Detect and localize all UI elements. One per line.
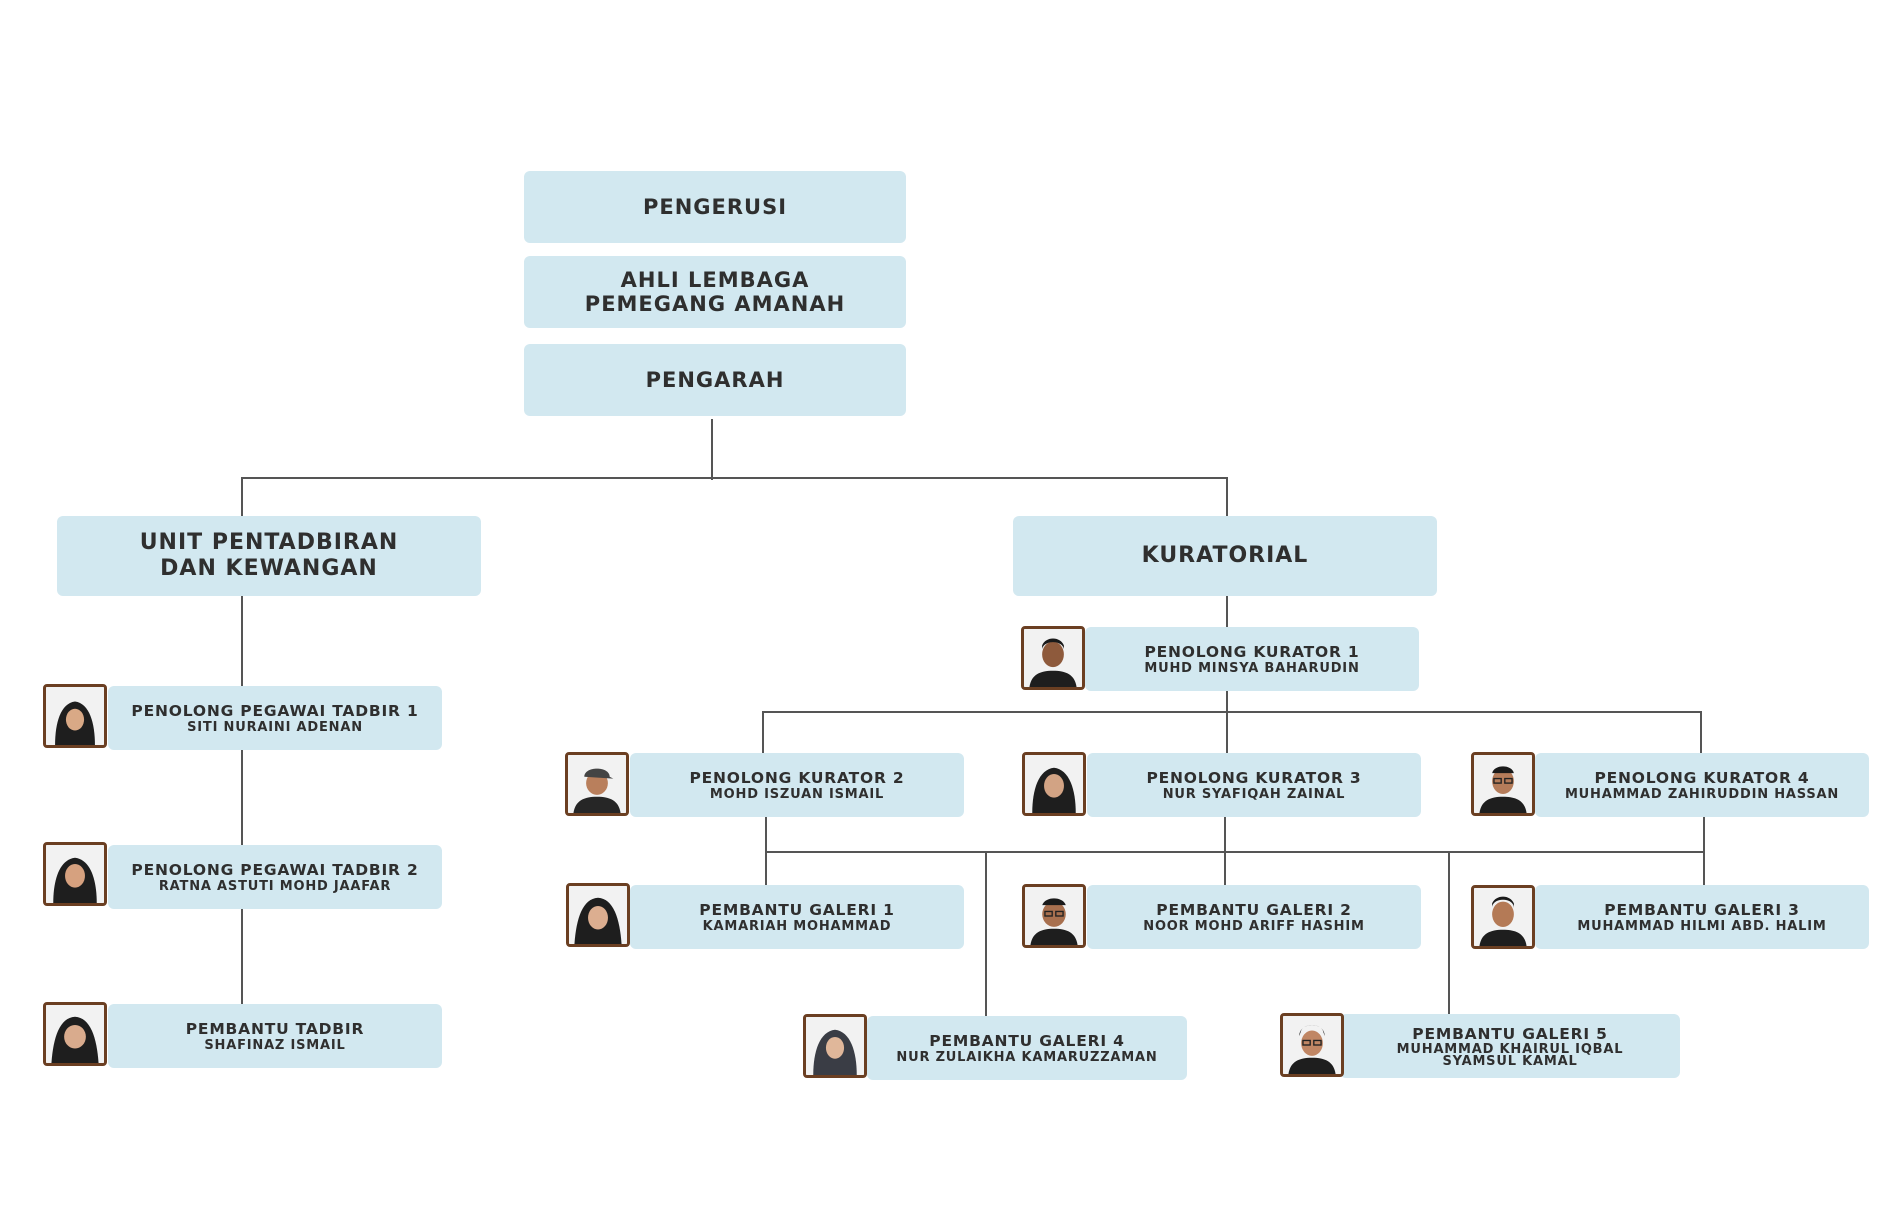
staff-role: PENOLONG PEGAWAI TADBIR 1 [131, 701, 419, 720]
connector-admin-spine [241, 595, 243, 1005]
board-box: AHLI LEMBAGA PEMEGANG AMANAH [524, 256, 906, 328]
staff-name: KAMARIAH MOHAMMAD [702, 918, 892, 934]
chairman-title: PENGERUSI [642, 195, 788, 219]
curatorial-unit-box: KURATORIAL [1013, 516, 1437, 596]
staff-card-pg3: PEMBANTU GALERI 3 MUHAMMAD HILMI ABD. HA… [1535, 885, 1869, 949]
glasses-person-photo-icon [1022, 884, 1086, 948]
staff-card-pg2: PEMBANTU GALERI 2 NOOR MOHD ARIFF HASHIM [1087, 885, 1421, 949]
connector-admin-drop [241, 477, 243, 517]
staff-role: PEMBANTU GALERI 3 [1604, 900, 1800, 919]
staff-name: SITI NURAINI ADENAN [187, 719, 363, 735]
connector-pk1-down [1226, 688, 1228, 712]
staff-name: MUHAMMAD KHAIRUL IQBAL SYAMSUL KAMAL [1396, 1041, 1624, 1069]
connector-pg5-drop [1448, 851, 1450, 1014]
staff-role: PENOLONG KURATOR 4 [1594, 768, 1810, 787]
admin-unit-title: UNIT PENTADBIRAN DAN KEWANGAN [139, 530, 399, 581]
staff-role: PEMBANTU TADBIR [185, 1019, 365, 1038]
staff-role: PEMBANTU GALERI 2 [1156, 900, 1352, 919]
staff-name: MUHAMMAD HILMI ABD. HALIM [1577, 918, 1827, 934]
staff-name: SHAFINAZ ISMAIL [204, 1037, 346, 1053]
staff-card-ppt2: PENOLONG PEGAWAI TADBIR 2 RATNA ASTUTI M… [108, 845, 442, 909]
staff-role: PENOLONG KURATOR 1 [1144, 642, 1360, 661]
staff-role: PENOLONG PEGAWAI TADBIR 2 [131, 860, 419, 879]
male-person-photo-icon [1021, 626, 1085, 690]
hijab-person-photo-icon [566, 883, 630, 947]
staff-name: MUHAMMAD ZAHIRUDDIN HASSAN [1564, 786, 1840, 802]
staff-card-pg4: PEMBANTU GALERI 4 NUR ZULAIKHA KAMARUZZA… [867, 1016, 1187, 1080]
connector-pg2-drop [1224, 851, 1226, 886]
connector-director-branch [241, 477, 1228, 479]
staff-card-pk3: PENOLONG KURATOR 3 NUR SYAFIQAH ZAINAL [1087, 753, 1421, 817]
hijab-person-photo-icon [43, 684, 107, 748]
hijab-person-photo-icon [1022, 752, 1086, 816]
staff-name: NOOR MOHD ARIFF HASHIM [1143, 918, 1365, 934]
connector-pk3-drop [1226, 711, 1228, 753]
glasses-person-photo-icon [1471, 752, 1535, 816]
director-title: PENGARAH [645, 368, 785, 392]
hijab-person-photo-icon [43, 1002, 107, 1066]
connector-pk4-down [1703, 817, 1705, 852]
connector-pg4-drop [985, 851, 987, 1016]
connector-curatorial-to-pk1 [1226, 595, 1228, 628]
staff-role: PEMBANTU GALERI 1 [699, 900, 895, 919]
staff-name: NUR SYAFIQAH ZAINAL [1162, 786, 1346, 802]
connector-pk4-drop [1700, 711, 1702, 753]
connector-pk3-down [1224, 817, 1226, 852]
hijab-person-photo-icon [803, 1014, 867, 1078]
staff-card-ppt1: PENOLONG PEGAWAI TADBIR 1 SITI NURAINI A… [108, 686, 442, 750]
hijab-person-photo-icon [43, 842, 107, 906]
admin-unit-box: UNIT PENTADBIRAN DAN KEWANGAN [57, 516, 481, 596]
curatorial-unit-title: KURATORIAL [1141, 543, 1309, 568]
director-box: PENGARAH [524, 344, 906, 416]
board-title: AHLI LEMBAGA PEMEGANG AMANAH [584, 268, 846, 316]
connector-pk2-drop [762, 711, 764, 753]
staff-card-pg5: PEMBANTU GALERI 5 MUHAMMAD KHAIRUL IQBAL… [1340, 1014, 1680, 1078]
staff-name: MOHD ISZUAN ISMAIL [709, 786, 885, 802]
staff-name: MUHD MINSYA BAHARUDIN [1144, 660, 1360, 676]
staff-card-pk4: PENOLONG KURATOR 4 MUHAMMAD ZAHIRUDDIN H… [1535, 753, 1869, 817]
staff-role: PENOLONG KURATOR 2 [689, 768, 905, 787]
chairman-box: PENGERUSI [524, 171, 906, 243]
staff-card-pt: PEMBANTU TADBIR SHAFINAZ ISMAIL [108, 1004, 442, 1068]
staff-role: PENOLONG KURATOR 3 [1146, 768, 1362, 787]
connector-curatorial-drop [1226, 477, 1228, 517]
cap-person-photo-icon [565, 752, 629, 816]
connector-pg1-drop [765, 851, 767, 886]
staff-card-pk1: PENOLONG KURATOR 1 MUHD MINSYA BAHARUDIN [1085, 627, 1419, 691]
connector-galeri-branch [765, 851, 1705, 853]
staff-name: RATNA ASTUTI MOHD JAAFAR [158, 878, 392, 894]
staff-role: PEMBANTU GALERI 4 [929, 1031, 1125, 1050]
staff-card-pg1: PEMBANTU GALERI 1 KAMARIAH MOHAMMAD [630, 885, 964, 949]
connector-director-down [711, 419, 713, 480]
staff-card-pk2: PENOLONG KURATOR 2 MOHD ISZUAN ISMAIL [630, 753, 964, 817]
connector-pg3-drop [1703, 851, 1705, 886]
connector-pk-branch [762, 711, 1702, 713]
connector-pk2-down [765, 817, 767, 852]
glasses-person-photo-icon [1280, 1013, 1344, 1077]
staff-name: NUR ZULAIKHA KAMARUZZAMAN [896, 1049, 1158, 1065]
staff-role: PEMBANTU GALERI 5 [1412, 1024, 1608, 1043]
male-person-photo-icon [1471, 885, 1535, 949]
